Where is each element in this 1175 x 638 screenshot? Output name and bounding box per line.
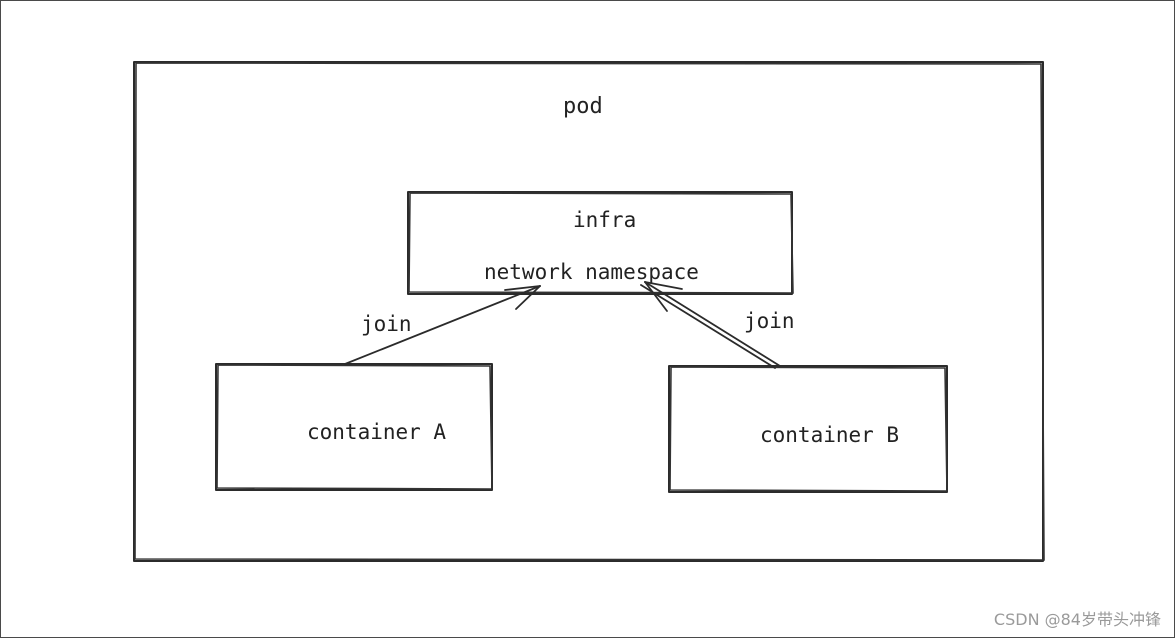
container-a-box xyxy=(215,363,493,491)
infra-label: infra xyxy=(573,208,636,232)
join-arrow-right xyxy=(640,281,781,369)
container-b-label: container B xyxy=(760,423,899,447)
container-b-box xyxy=(668,365,948,493)
container-a-label: container A xyxy=(307,420,446,444)
join-arrow-left xyxy=(344,285,541,365)
network-namespace-label: network namespace xyxy=(484,260,699,284)
join-left-label: join xyxy=(361,312,412,336)
pod-box xyxy=(133,61,1045,562)
watermark-text: CSDN @84岁带头冲锋 xyxy=(993,610,1161,629)
join-right-label: join xyxy=(744,309,795,333)
infra-box xyxy=(407,191,794,295)
pod-label: pod xyxy=(563,94,603,119)
